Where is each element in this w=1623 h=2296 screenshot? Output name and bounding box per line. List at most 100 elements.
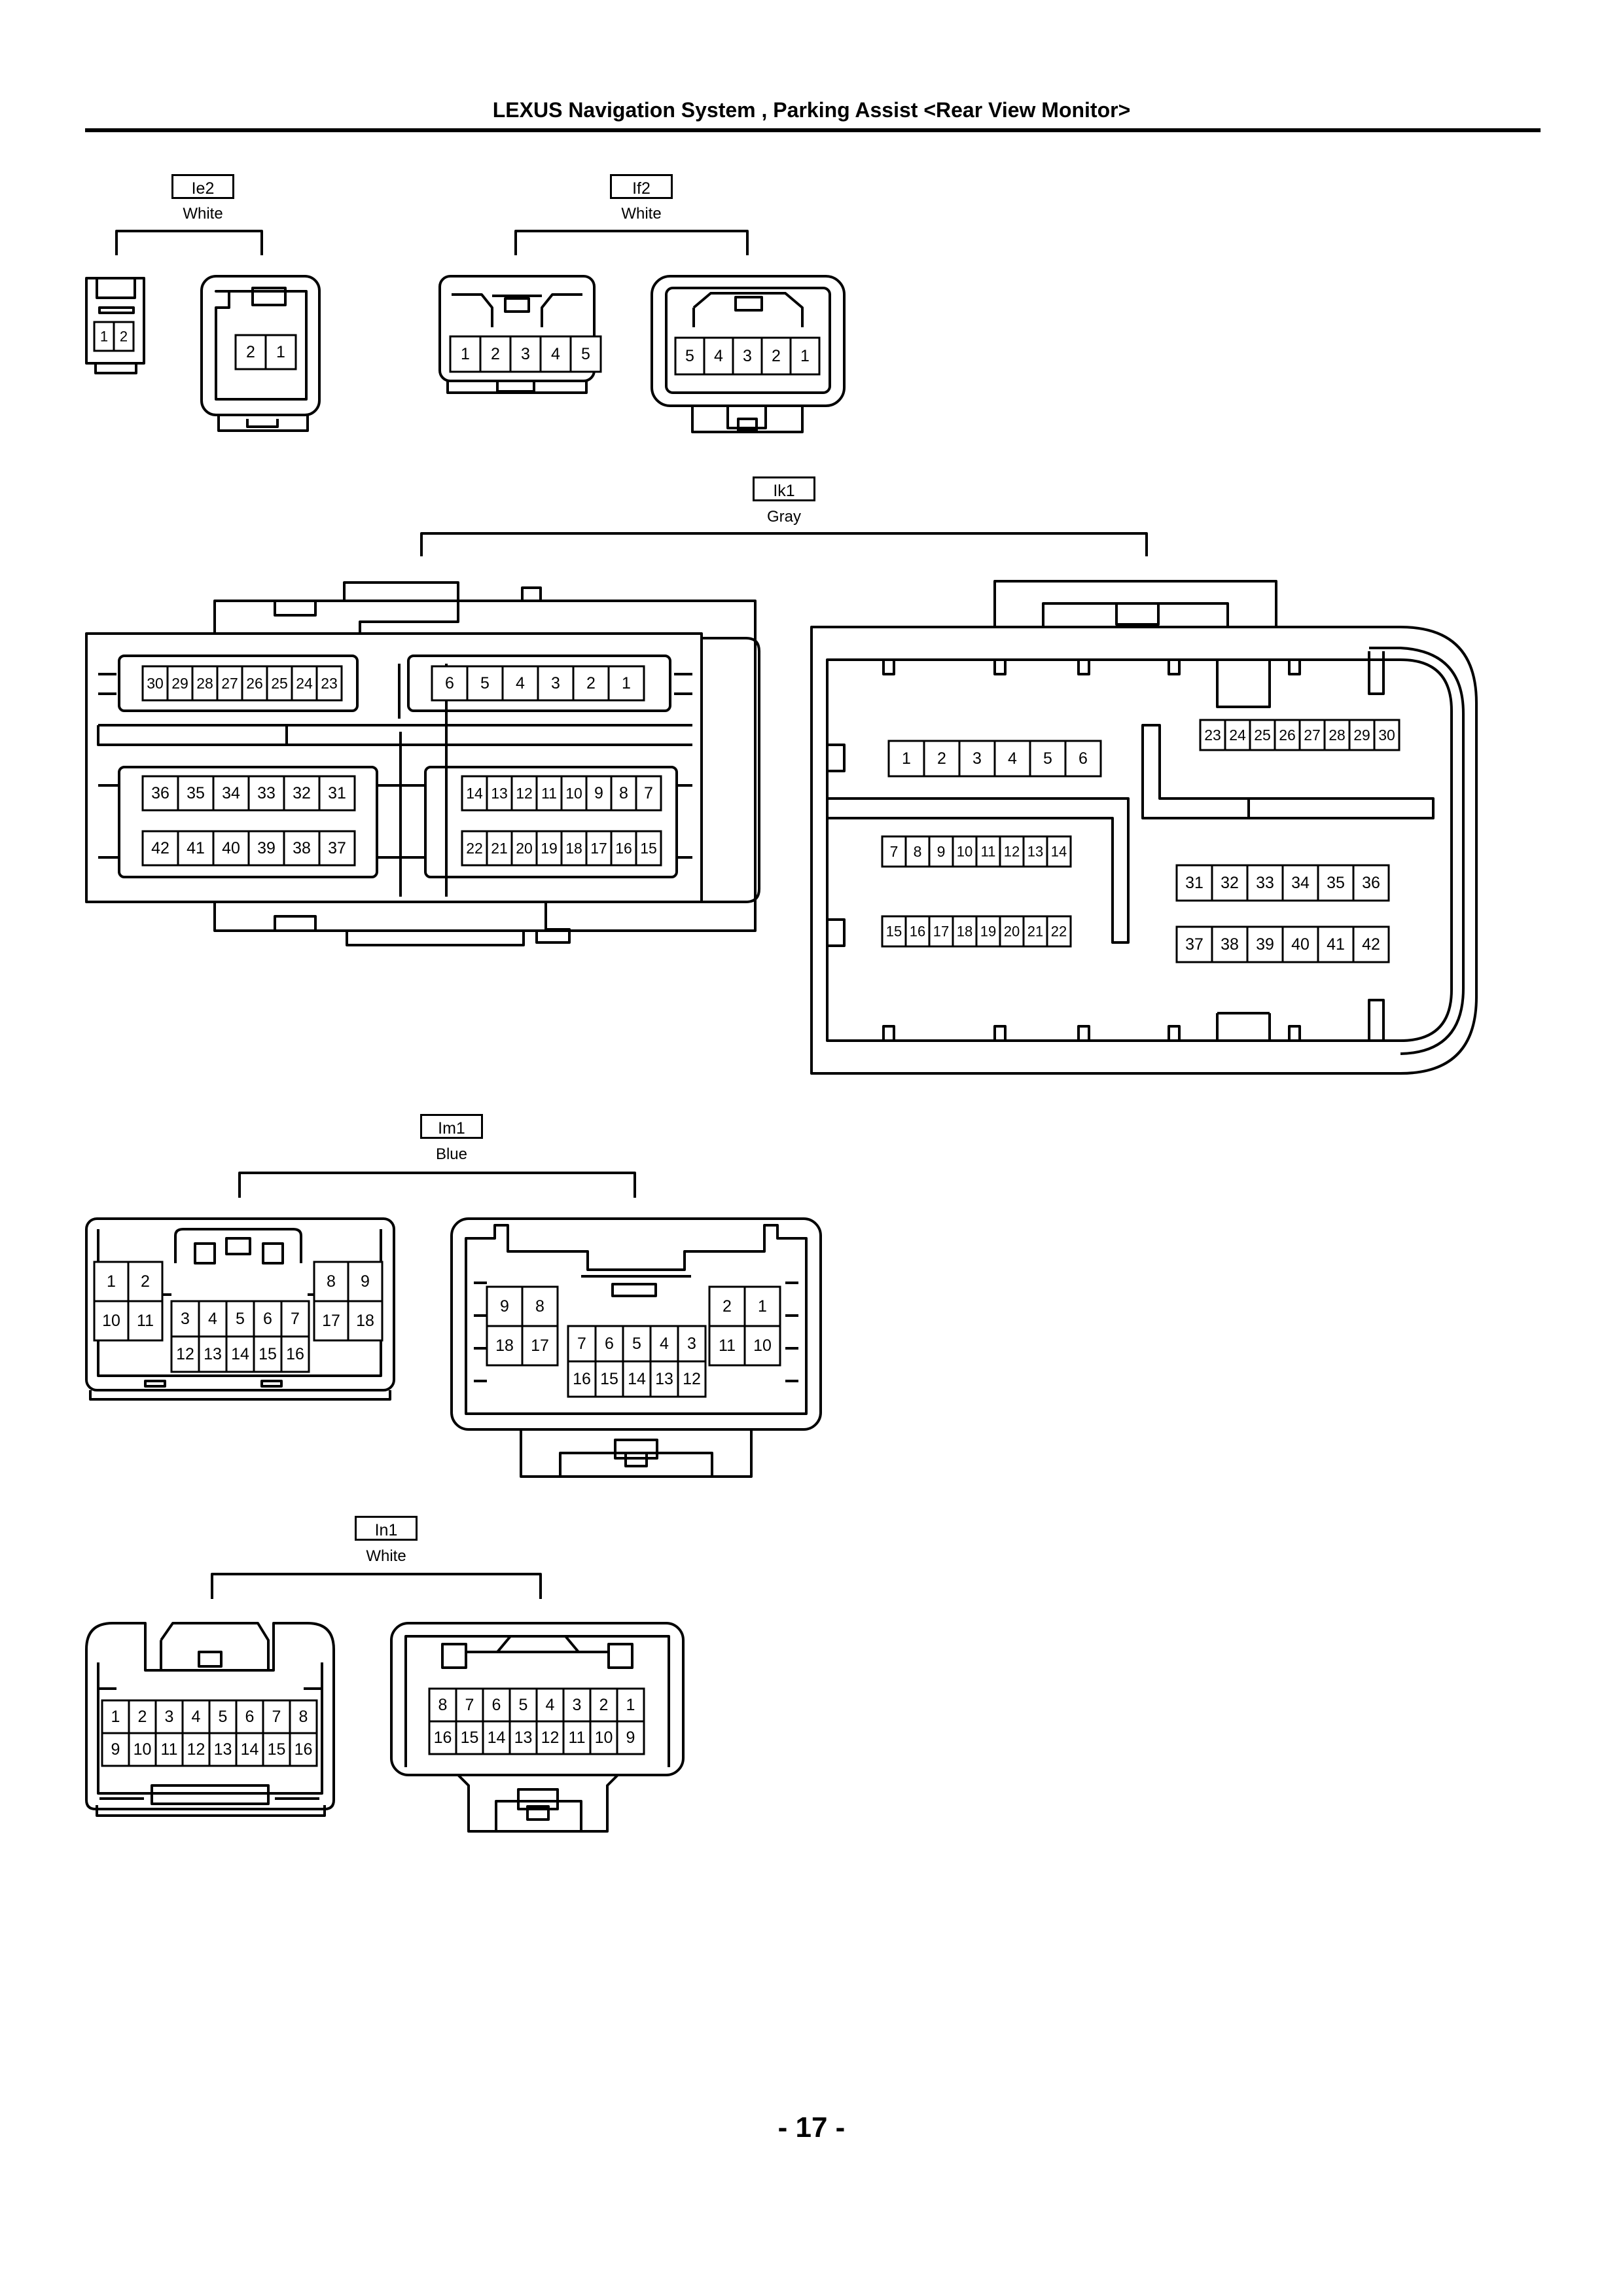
- svg-text:13: 13: [1027, 844, 1043, 860]
- svg-text:11: 11: [137, 1312, 154, 1330]
- svg-text:11: 11: [161, 1740, 178, 1759]
- svg-text:4: 4: [1008, 749, 1017, 768]
- ik1-left-r3a-pin-42: 42: [141, 830, 179, 867]
- in1-right-r1-pin-8: 8: [428, 1687, 457, 1723]
- svg-text:11: 11: [981, 844, 996, 860]
- svg-text:16: 16: [434, 1729, 452, 1747]
- if2-right-housing: [651, 275, 846, 433]
- im1-left-d-pin-16: 16: [280, 1335, 310, 1373]
- svg-text:2: 2: [599, 1696, 609, 1714]
- svg-text:42: 42: [151, 839, 169, 857]
- svg-text:1: 1: [622, 674, 631, 692]
- svg-text:12: 12: [187, 1740, 205, 1759]
- in1-left-r2-pin-9: 9: [101, 1732, 130, 1767]
- in1-left-r1-pin-7: 7: [262, 1699, 291, 1734]
- svg-text:5: 5: [632, 1335, 641, 1353]
- ik1-right-r4-pin-31: 31: [1175, 864, 1213, 902]
- ik1-left-r2a-pin-33: 33: [247, 775, 285, 812]
- svg-text:11: 11: [719, 1336, 736, 1355]
- ik1-left-r2b-pin-12: 12: [510, 775, 538, 812]
- ik1-right-r3-pin-9: 9: [928, 835, 954, 868]
- svg-text:34: 34: [1291, 874, 1310, 892]
- svg-text:1: 1: [902, 749, 911, 768]
- svg-text:20: 20: [516, 840, 533, 857]
- svg-text:9: 9: [626, 1729, 635, 1747]
- ik1-right-r3-pin-12: 12: [999, 835, 1025, 868]
- svg-text:1: 1: [111, 1708, 120, 1726]
- im1-right-b-pin-17: 17: [521, 1325, 559, 1367]
- in1-right-r1-pin-7: 7: [455, 1687, 484, 1723]
- im1-right-c-pin-4: 4: [649, 1325, 679, 1363]
- svg-text:9: 9: [111, 1740, 120, 1759]
- svg-text:1: 1: [461, 345, 470, 363]
- ik1-right-r2-pin-24: 24: [1224, 719, 1251, 751]
- connector-color-in1: White: [366, 1547, 406, 1565]
- in1-right-r1-pin-6: 6: [482, 1687, 511, 1723]
- im1-left-d-pin-13: 13: [198, 1335, 228, 1373]
- if2-right-pin-4: 4: [703, 336, 734, 376]
- im1-right-a-pin-9: 9: [486, 1285, 524, 1327]
- svg-text:1: 1: [800, 347, 810, 365]
- svg-text:5: 5: [219, 1708, 228, 1726]
- svg-text:6: 6: [245, 1708, 255, 1726]
- svg-text:6: 6: [263, 1310, 272, 1328]
- svg-text:15: 15: [268, 1740, 286, 1759]
- ik1-left-r2b-pin-11: 11: [535, 775, 563, 812]
- ik1-right-r3-pin-14: 14: [1046, 835, 1072, 868]
- ik1-left-r2a-pin-31: 31: [318, 775, 356, 812]
- svg-text:23: 23: [321, 675, 338, 692]
- ik1-left-r2a-pin-34: 34: [212, 775, 250, 812]
- in1-right-housing: [390, 1622, 685, 1833]
- svg-text:14: 14: [628, 1370, 646, 1388]
- im1-left-c-pin-3: 3: [170, 1300, 200, 1338]
- if2-left-pin-5: 5: [569, 335, 602, 373]
- im1-left-d-pin-12: 12: [170, 1335, 200, 1373]
- connector-code-im1: Im1: [420, 1114, 483, 1139]
- svg-text:4: 4: [516, 674, 525, 692]
- svg-text:14: 14: [466, 785, 483, 802]
- ik1-right-r4-pin-35: 35: [1317, 864, 1355, 902]
- svg-text:35: 35: [187, 784, 205, 802]
- svg-text:2: 2: [722, 1297, 732, 1316]
- ik1-right-r2-pin-25: 25: [1249, 719, 1276, 751]
- in1-right-r2-pin-15: 15: [455, 1720, 484, 1755]
- im1-right-a-pin-8: 8: [521, 1285, 559, 1327]
- svg-text:32: 32: [1221, 874, 1239, 892]
- svg-text:39: 39: [1256, 935, 1274, 954]
- ik1-right-r6-pin-42: 42: [1352, 925, 1390, 963]
- ik1-left-r1b-pin-3: 3: [537, 665, 575, 702]
- ik1-right-r5-pin-18: 18: [952, 915, 978, 948]
- in1-left-r2-pin-12: 12: [181, 1732, 211, 1767]
- svg-text:42: 42: [1362, 935, 1380, 954]
- svg-text:19: 19: [980, 924, 996, 940]
- svg-text:17: 17: [590, 840, 607, 857]
- svg-text:23: 23: [1204, 726, 1221, 744]
- svg-text:2: 2: [141, 1272, 150, 1291]
- im1-right-d-pin-12: 12: [677, 1360, 707, 1398]
- ik1-left-r1a-pin-24: 24: [291, 665, 318, 702]
- im1-left-b-pin-10: 10: [93, 1300, 130, 1342]
- ik1-right-r2-pin-23: 23: [1199, 719, 1226, 751]
- svg-text:5: 5: [236, 1310, 245, 1328]
- ik1-right-r5-pin-20: 20: [999, 915, 1025, 948]
- svg-text:11: 11: [541, 785, 557, 802]
- in1-left-r2-pin-11: 11: [154, 1732, 184, 1767]
- im1-left-a-pin-1: 1: [93, 1261, 130, 1302]
- svg-text:38: 38: [293, 839, 311, 857]
- svg-text:15: 15: [600, 1370, 618, 1388]
- ik1-right-r3-pin-13: 13: [1022, 835, 1048, 868]
- svg-text:7: 7: [890, 843, 899, 860]
- if2-left-pin-4: 4: [539, 335, 572, 373]
- svg-text:28: 28: [1329, 726, 1346, 744]
- svg-text:17: 17: [933, 924, 949, 940]
- connector-color-if2: White: [621, 205, 662, 223]
